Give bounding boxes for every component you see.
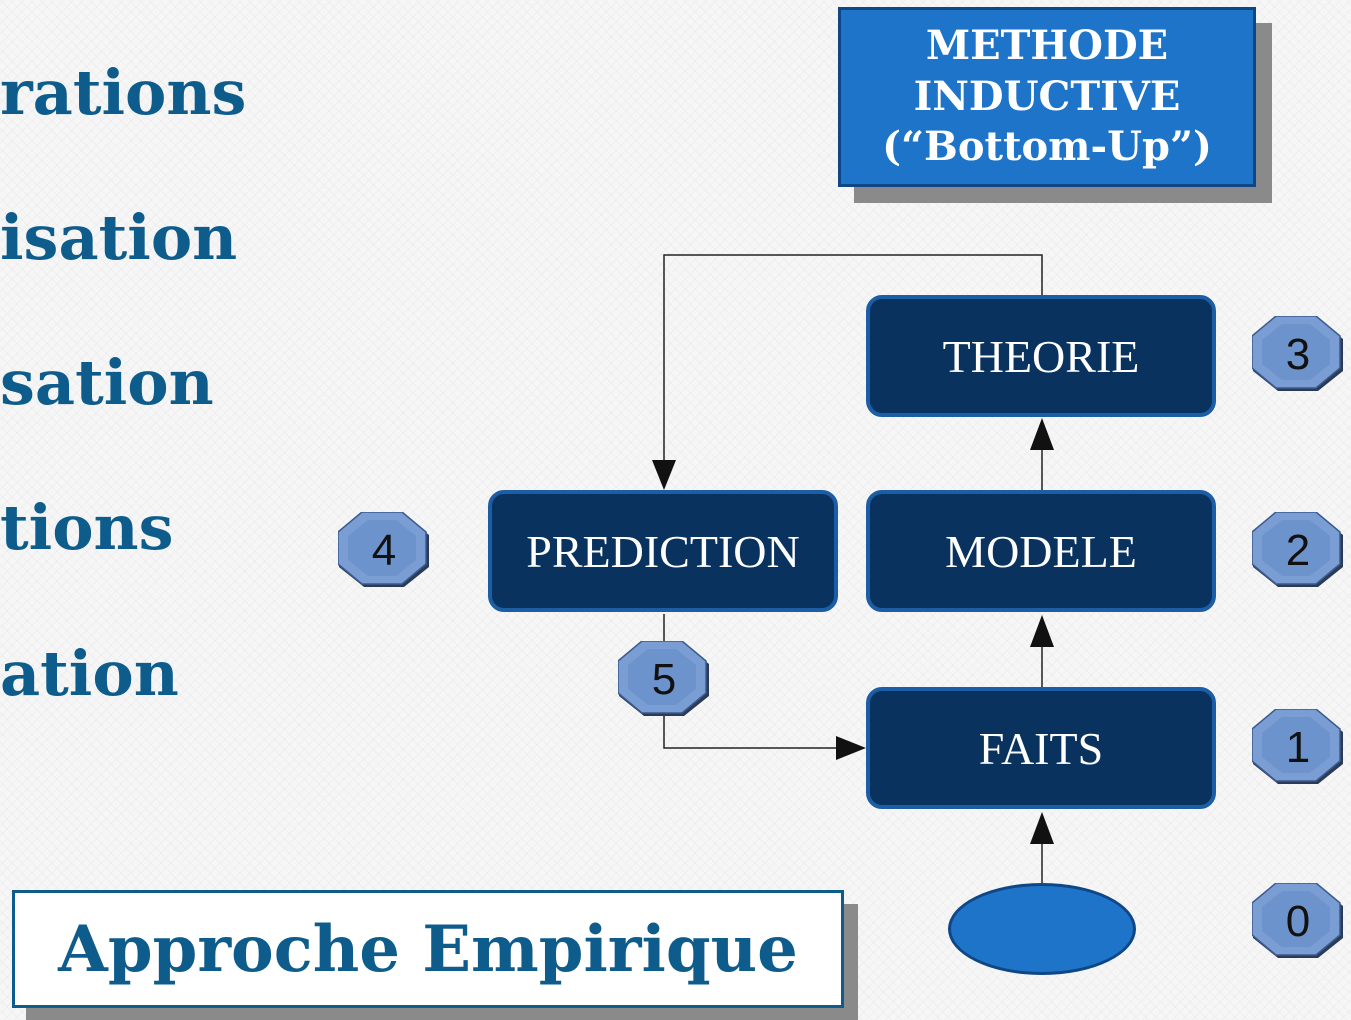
octagon-badge-icon: [1252, 316, 1343, 391]
badge-4: 4: [338, 512, 430, 590]
node-modele: MODELE: [866, 490, 1216, 612]
badge-2: 2: [1252, 512, 1344, 590]
approche-empirique-box: Approche Empirique: [12, 890, 844, 1008]
arrowhead-faits-left: [836, 736, 866, 760]
badge-3-label: 3: [1285, 330, 1311, 379]
badge-0-label: 0: [1285, 897, 1311, 946]
octagon-badge-icon: [1252, 709, 1343, 784]
badge-3: 3: [1252, 316, 1344, 394]
origin-ellipse: [948, 883, 1136, 975]
slide-item-5: ation: [0, 637, 179, 710]
badge-2-label: 2: [1285, 526, 1311, 575]
arrowhead-modele: [1030, 615, 1054, 647]
arrowhead-prediction: [652, 460, 676, 490]
node-prediction: PREDICTION: [488, 490, 838, 612]
octagon-badge-icon: [618, 641, 709, 716]
slide-item-2: isation: [0, 201, 238, 274]
badge-5: 5: [618, 641, 710, 719]
octagon-badge-icon: [1252, 512, 1343, 587]
badge-4-label: 4: [371, 526, 397, 575]
badge-5-label: 5: [651, 655, 677, 704]
slide-item-3: sation: [0, 346, 214, 419]
arrowhead-theorie: [1030, 418, 1054, 450]
slide-item-1: rations: [0, 56, 247, 129]
method-title-line-2: INDUCTIVE: [913, 72, 1181, 120]
arrowhead-faits-bottom: [1030, 812, 1054, 844]
octagon-badge-icon: [338, 512, 429, 587]
badge-0: 0: [1252, 883, 1344, 961]
method-title-box: METHODE INDUCTIVE (“Bottom-Up”): [838, 7, 1256, 187]
connector-theorie-to-prediction: [663, 254, 1043, 462]
method-title-line-3: (“Bottom-Up”): [882, 123, 1212, 171]
node-faits: FAITS: [866, 687, 1216, 809]
slide-item-4: tions: [0, 491, 174, 564]
node-theorie: THEORIE: [866, 295, 1216, 417]
octagon-badge-icon: [1252, 883, 1343, 958]
method-title-line-1: METHODE: [925, 22, 1169, 70]
approche-empirique-label: Approche Empirique: [58, 911, 798, 987]
badge-1: 1: [1252, 709, 1344, 787]
badge-1-label: 1: [1285, 723, 1311, 772]
